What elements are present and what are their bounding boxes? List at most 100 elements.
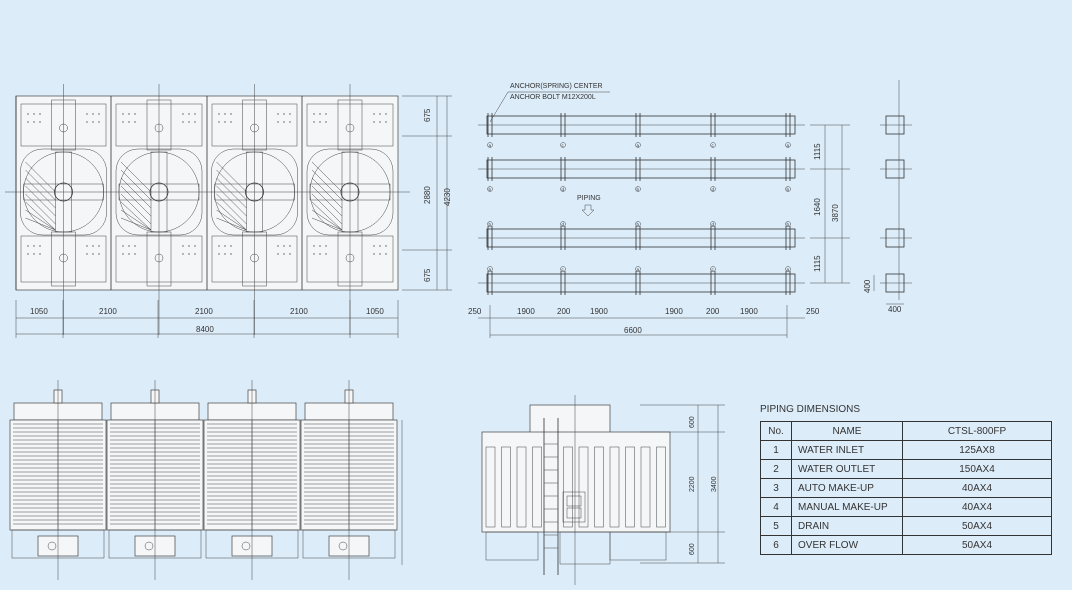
vent-dot — [224, 253, 226, 255]
found-total-width: 6600 — [624, 326, 642, 335]
anchor-marker — [710, 221, 716, 227]
louver-panel — [485, 446, 496, 528]
vent-dot — [224, 113, 226, 115]
anchor-marker-label: a — [637, 267, 640, 272]
header-no: No. — [760, 421, 792, 441]
row-size: 150AX4 — [902, 459, 1052, 479]
louver-panel — [532, 446, 542, 528]
fan-blade — [216, 217, 247, 231]
anchor-marker-label: c — [712, 267, 715, 272]
vent-dot — [218, 253, 220, 255]
casing — [481, 431, 671, 533]
anchor-marker — [635, 142, 641, 148]
vent-dot — [379, 245, 381, 247]
vent-dot — [27, 253, 29, 255]
vent-dot — [283, 121, 285, 123]
vent-dot — [224, 245, 226, 247]
fan-blade — [311, 177, 343, 209]
sump — [559, 531, 611, 565]
front-elevation — [9, 380, 403, 580]
fan-blade — [216, 209, 247, 231]
fan-blade — [25, 161, 56, 193]
plan-dim-2100-a: 2100 — [99, 307, 117, 316]
vent-dot — [39, 245, 41, 247]
louver-panel — [656, 446, 666, 528]
found-dim-1900-b: 1900 — [590, 307, 608, 316]
vent-dot — [277, 121, 279, 123]
anchor-marker — [487, 142, 493, 148]
vent-dot — [313, 245, 315, 247]
vent-dot — [122, 245, 124, 247]
drain-connection-icon — [47, 541, 57, 551]
drain-connection-icon — [338, 541, 348, 551]
vent-dot — [98, 245, 100, 247]
fan-blade — [311, 185, 343, 217]
anchor-marker-label: a — [489, 267, 492, 272]
drain-connection-icon — [144, 541, 154, 551]
vent-dot — [379, 113, 381, 115]
louver-panel — [640, 446, 651, 528]
vent-dot — [27, 113, 29, 115]
vent-dot — [27, 121, 29, 123]
anchor-marker-label: d — [712, 222, 715, 227]
anchor-marker — [487, 186, 493, 192]
vent-dot — [373, 113, 375, 115]
plan-view — [5, 84, 452, 338]
vent-dot — [325, 113, 327, 115]
vent-dot — [373, 121, 375, 123]
side-dim-600-bottom: 600 — [689, 543, 696, 555]
louver-panel — [625, 446, 635, 528]
vent-dot — [194, 121, 196, 123]
anchor-marker-label: d — [562, 187, 565, 192]
found-dim-200-a: 200 — [557, 307, 571, 316]
anchor-note-line1: ANCHOR(SPRING) CENTER — [510, 83, 603, 90]
anchor-marker-label: a — [489, 143, 492, 148]
vent-dot — [289, 245, 291, 247]
row-no: 1 — [760, 440, 792, 460]
row-name: MANUAL MAKE-UP — [791, 497, 903, 517]
louver-panel — [501, 446, 511, 528]
fan-blade — [311, 169, 343, 201]
plan-total-width: 8400 — [196, 325, 214, 334]
vent-dot — [39, 253, 41, 255]
vent-dot — [98, 121, 100, 123]
header-name: NAME — [791, 421, 903, 441]
anchor-marker-label: a — [787, 143, 790, 148]
vent-dot — [188, 113, 190, 115]
vent-dot — [230, 121, 232, 123]
anchor-note-line2: ANCHOR BOLT M12X200L — [510, 94, 596, 101]
anchor-marker — [560, 186, 566, 192]
fan-blade — [216, 169, 247, 201]
vent-dot — [325, 245, 327, 247]
vent-dot — [122, 113, 124, 115]
vent-dot — [39, 113, 41, 115]
fan-blade — [216, 193, 247, 225]
vent-dot — [98, 253, 100, 255]
row-name: WATER OUTLET — [791, 459, 903, 479]
plan-dim-1050-right: 1050 — [366, 307, 384, 316]
vent-dot — [128, 245, 130, 247]
fan-blade — [25, 209, 56, 231]
anchor-marker-label: a — [637, 143, 640, 148]
vent-dot — [277, 113, 279, 115]
vent-dot — [373, 253, 375, 255]
plan-dim-2880: 2880 — [423, 186, 432, 204]
vent-dot — [188, 121, 190, 123]
vent-dot — [27, 245, 29, 247]
anchor-marker — [635, 266, 641, 272]
anchor-marker — [487, 266, 493, 272]
plan-total-depth: 4230 — [443, 188, 452, 206]
found-dim-1115-bottom: 1115 — [813, 255, 822, 272]
fan-blade — [216, 161, 247, 193]
vent-dot — [134, 253, 136, 255]
table-header-row: No. NAME CTSL-800FP — [760, 421, 1052, 441]
anchor-marker — [487, 221, 493, 227]
row-size: 50AX4 — [902, 516, 1052, 536]
anchor-marker-label: c — [562, 267, 565, 272]
